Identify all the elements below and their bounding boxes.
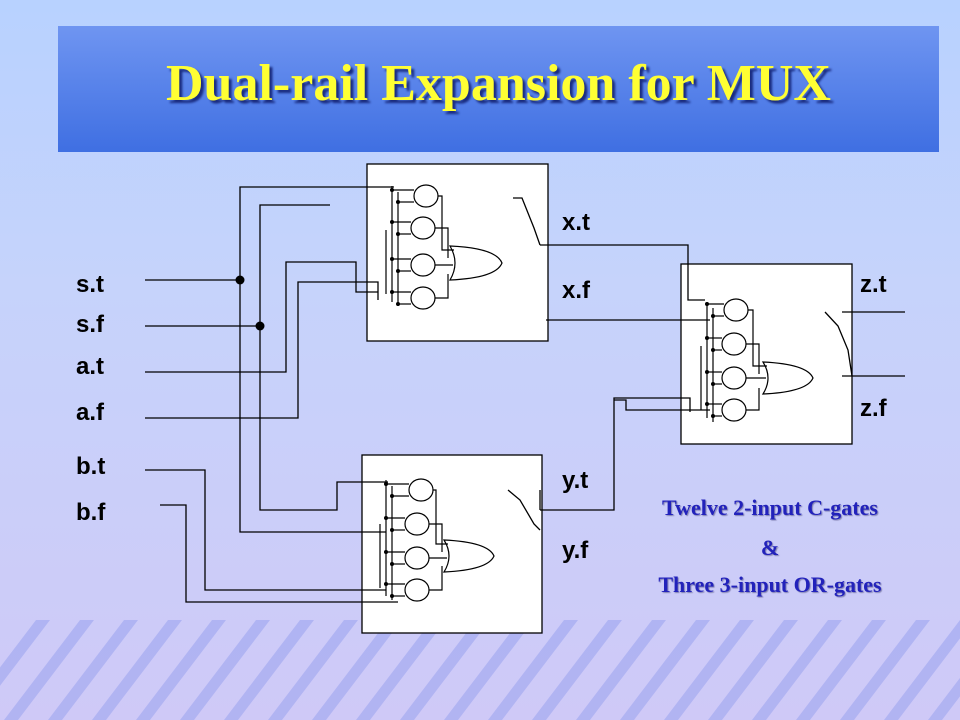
junction-s-f [255,321,265,331]
background-stripe [312,620,402,720]
note-line-3: Three 3-input OR-gates [658,572,882,597]
cross-y [507,489,541,531]
wire-s-t-up [239,186,394,280]
label-a-f: a.f [76,399,105,426]
background-stripe [224,620,314,720]
note-line-1: Twelve 2-input C-gates [662,495,878,520]
background-stripe [0,620,50,686]
wire-a-f [145,281,379,419]
or-gate-y [442,539,495,573]
cross-x [513,197,541,246]
background-stripe [136,620,226,720]
label-y-t: y.t [562,467,588,494]
wire-a-t [145,261,378,373]
gate-group-y [379,478,495,602]
wire-b-t [145,469,386,591]
wire-b-f [160,504,398,603]
or-gate-z [761,361,814,395]
or-gate-x [448,245,503,281]
gate-group-x [385,184,503,310]
background-stripe [664,620,754,720]
mux-block-x [366,163,549,342]
label-a-t: a.t [76,353,104,380]
label-b-f: b.f [76,499,106,526]
label-b-t: b.t [76,453,105,480]
label-z-t: z.t [860,271,887,298]
background-stripe [928,677,960,720]
wire-y-f [540,397,691,511]
wire-x-t [540,244,705,301]
label-x-t: x.t [562,209,590,236]
background-stripe [488,620,578,720]
background-stripe [268,620,358,720]
page-title: Dual-rail Expansion for MUX [166,55,831,112]
background-stripe [532,620,622,720]
title-bar [58,26,939,152]
label-s-t: s.t [76,271,104,298]
label-y-f: y.f [562,537,589,564]
note-line-2: & [760,535,780,560]
background-stripe [92,620,182,720]
background-stripe [4,620,94,720]
mux-block-z [680,263,853,445]
background-stripe [444,620,534,720]
mux-block-y [361,454,543,634]
label-z-f: z.f [860,395,888,422]
wire-s-f-up [259,204,330,326]
wire-s-t-down [239,280,386,533]
background-stripe [708,620,798,720]
background-stripe [400,620,490,720]
wire-y-f-2 [614,399,710,411]
gate-group-z [700,298,814,422]
background-stripe [576,620,666,720]
background-stripe [356,620,446,720]
label-s-f: s.f [76,311,105,338]
background-stripe [620,620,710,720]
wire-s-f-down [259,326,388,511]
background-stripe [180,620,270,720]
background-stripe [796,620,886,720]
background-stripe [752,620,842,720]
background-stripe [48,620,138,720]
junction-s-t [235,275,245,285]
background-stripe [884,620,960,720]
cross-z [824,311,853,377]
background-stripe [840,620,930,720]
label-x-f: x.f [562,277,591,304]
